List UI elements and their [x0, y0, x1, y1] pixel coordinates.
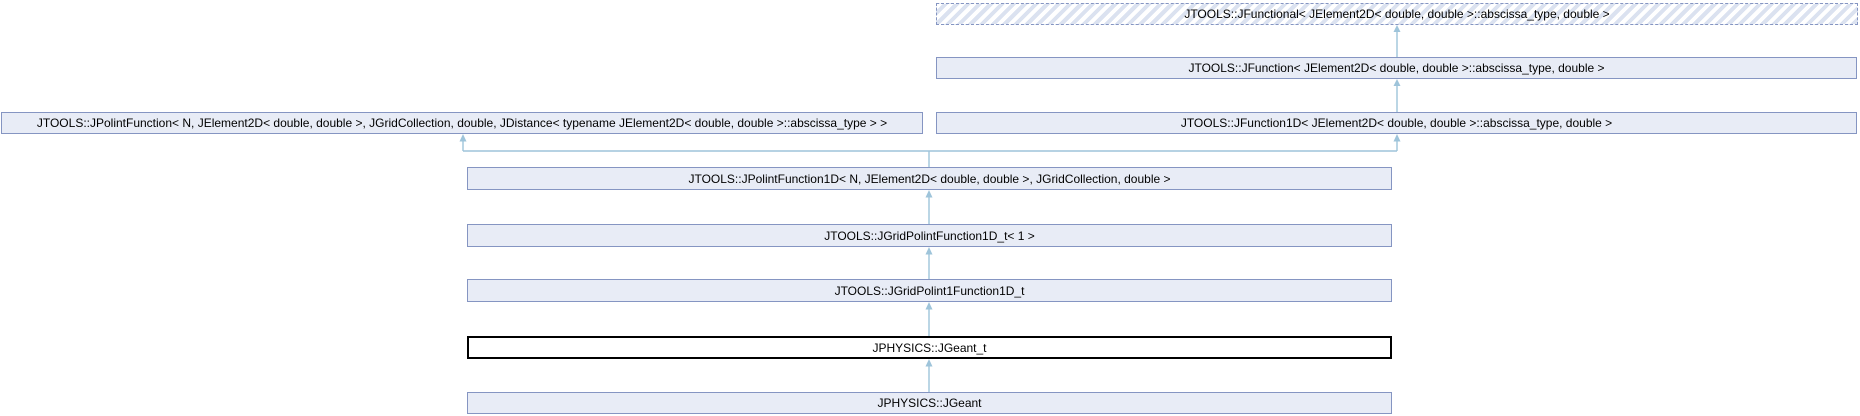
node-jgeant[interactable]: JPHYSICS::JGeant — [467, 392, 1392, 414]
node-jgridpolintfunction1d_t[interactable]: JTOOLS::JGridPolintFunction1D_t< 1 > — [467, 224, 1392, 247]
node-jfunction1d-label: JTOOLS::JFunction1D< JElement2D< double,… — [1180, 116, 1613, 130]
edge-jfunction-to-jfunctional — [1393, 25, 1401, 57]
node-jpolintfunction1d[interactable]: JTOOLS::JPolintFunction1D< N, JElement2D… — [467, 167, 1392, 190]
node-jgridpolint1function1d_t-label: JTOOLS::JGridPolint1Function1D_t — [834, 283, 1025, 298]
node-jfunction-label: JTOOLS::JFunction< JElement2D< double, d… — [1188, 61, 1605, 75]
node-jfunction1d[interactable]: JTOOLS::JFunction1D< JElement2D< double,… — [936, 112, 1857, 134]
node-jfunction[interactable]: JTOOLS::JFunction< JElement2D< double, d… — [936, 57, 1857, 79]
node-jfunctional: JTOOLS::JFunctional< JElement2D< double,… — [936, 3, 1858, 25]
node-jpolintfunction-label: JTOOLS::JPolintFunction< N, JElement2D< … — [36, 116, 888, 130]
node-jgridpolintfunction1d_t-label: JTOOLS::JGridPolintFunction1D_t< 1 > — [824, 228, 1035, 243]
edge-jgridpolintfunction1d_t-to-jpolintfunction1d — [925, 190, 933, 224]
edge-jgeant_t-to-jgridpolint1function1d_t — [925, 302, 933, 336]
node-jpolintfunction[interactable]: JTOOLS::JPolintFunction< N, JElement2D< … — [1, 112, 923, 134]
node-jgeant-label: JPHYSICS::JGeant — [877, 396, 982, 410]
node-jgridpolint1function1d_t[interactable]: JTOOLS::JGridPolint1Function1D_t — [467, 279, 1392, 302]
edge-jgeant-to-jgeant_t — [925, 359, 933, 392]
node-jpolintfunction1d-label: JTOOLS::JPolintFunction1D< N, JElement2D… — [688, 171, 1171, 186]
node-jfunctional-label: JTOOLS::JFunctional< JElement2D< double,… — [1184, 7, 1610, 21]
edge-jpolintfunction1d-to-parents — [459, 134, 1401, 167]
edge-jgridpolint1function1d_t-to-jgridpolintfunction1d_t — [925, 247, 933, 279]
edge-jfunction1d-to-jfunction — [1393, 79, 1401, 112]
node-jgeant_t: JPHYSICS::JGeant_t — [467, 336, 1392, 359]
node-jgeant_t-label: JPHYSICS::JGeant_t — [872, 340, 987, 355]
